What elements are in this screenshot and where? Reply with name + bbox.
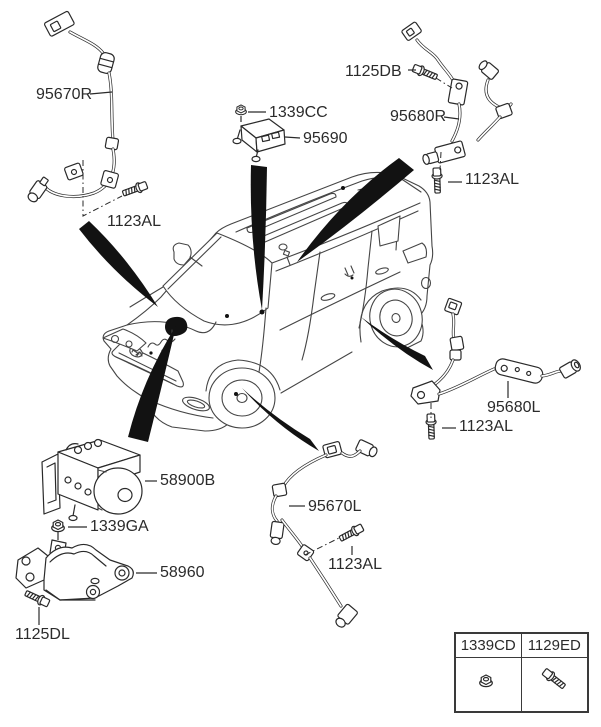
wedge-rear-left: [361, 317, 433, 370]
bolt-1125DB-icon: [410, 62, 440, 83]
sensor-head: [335, 603, 358, 628]
part-label-1123AL-rear-right: 1123AL: [465, 171, 519, 188]
sensor-head: [27, 176, 49, 203]
bolt-1123AL-front-right-icon: [337, 522, 366, 544]
nut-1339GA-icon: [51, 519, 65, 533]
legend-header-1339CD: 1339CD: [456, 634, 522, 658]
bracket-58960: [15, 539, 134, 601]
part-label-58960: 58960: [160, 564, 205, 581]
sensor-head: [422, 140, 466, 165]
sensor-95680R: [401, 21, 513, 165]
part-label-95670R: 95670R: [36, 86, 93, 103]
wedge-front-left: [79, 221, 158, 307]
part-label-1125DL: 1125DL: [15, 626, 70, 643]
sensor-pigtail: [269, 520, 285, 546]
pointer-wedges: [79, 158, 433, 451]
part-label-95680L: 95680L: [487, 399, 541, 416]
legend-table: 1339CD 1129ED: [454, 632, 589, 713]
part-label-1339CC: 1339CC: [269, 104, 328, 121]
part-label-1123AL-front-left: 1123AL: [107, 213, 161, 230]
part-label-95680R: 95680R: [390, 108, 447, 125]
sensor-95670R: [27, 10, 120, 203]
legend-cell-nut: [456, 658, 522, 711]
abs-module-58900B: [41, 438, 143, 522]
bolt-1123AL-front-left-icon: [120, 179, 149, 199]
sensor-head: [559, 359, 581, 379]
part-label-95690: 95690: [303, 130, 348, 147]
part-label-1123AL-rear-left: 1123AL: [459, 418, 513, 435]
part-label-1125DB: 1125DB: [345, 63, 402, 80]
legend-bolt-1129ED-icon: [540, 666, 568, 692]
part-label-1123AL-front-right: 1123AL: [328, 556, 382, 573]
sensor-95680L: [410, 297, 581, 405]
sensor-95670L: [269, 439, 378, 628]
wedge-cowl: [250, 165, 267, 310]
part-label-1339GA: 1339GA: [90, 518, 149, 535]
bolt-1123AL-rear-right-icon: [431, 167, 444, 194]
wedge-abs: [128, 326, 176, 442]
wedge-front-right: [242, 388, 319, 451]
wedge-rear-right: [297, 158, 414, 262]
part-label-58900B: 58900B: [160, 472, 216, 489]
leader-lines: [38, 69, 509, 625]
front-wheel: [208, 367, 276, 429]
sensor-bracket: [494, 358, 544, 384]
sensor-head-2: [478, 60, 500, 80]
part-label-95670L: 95670L: [308, 498, 362, 515]
module-95690: [232, 104, 286, 163]
legend-header-1129ED: 1129ED: [521, 634, 587, 658]
legend-nut-1339CD-icon: [479, 674, 493, 688]
